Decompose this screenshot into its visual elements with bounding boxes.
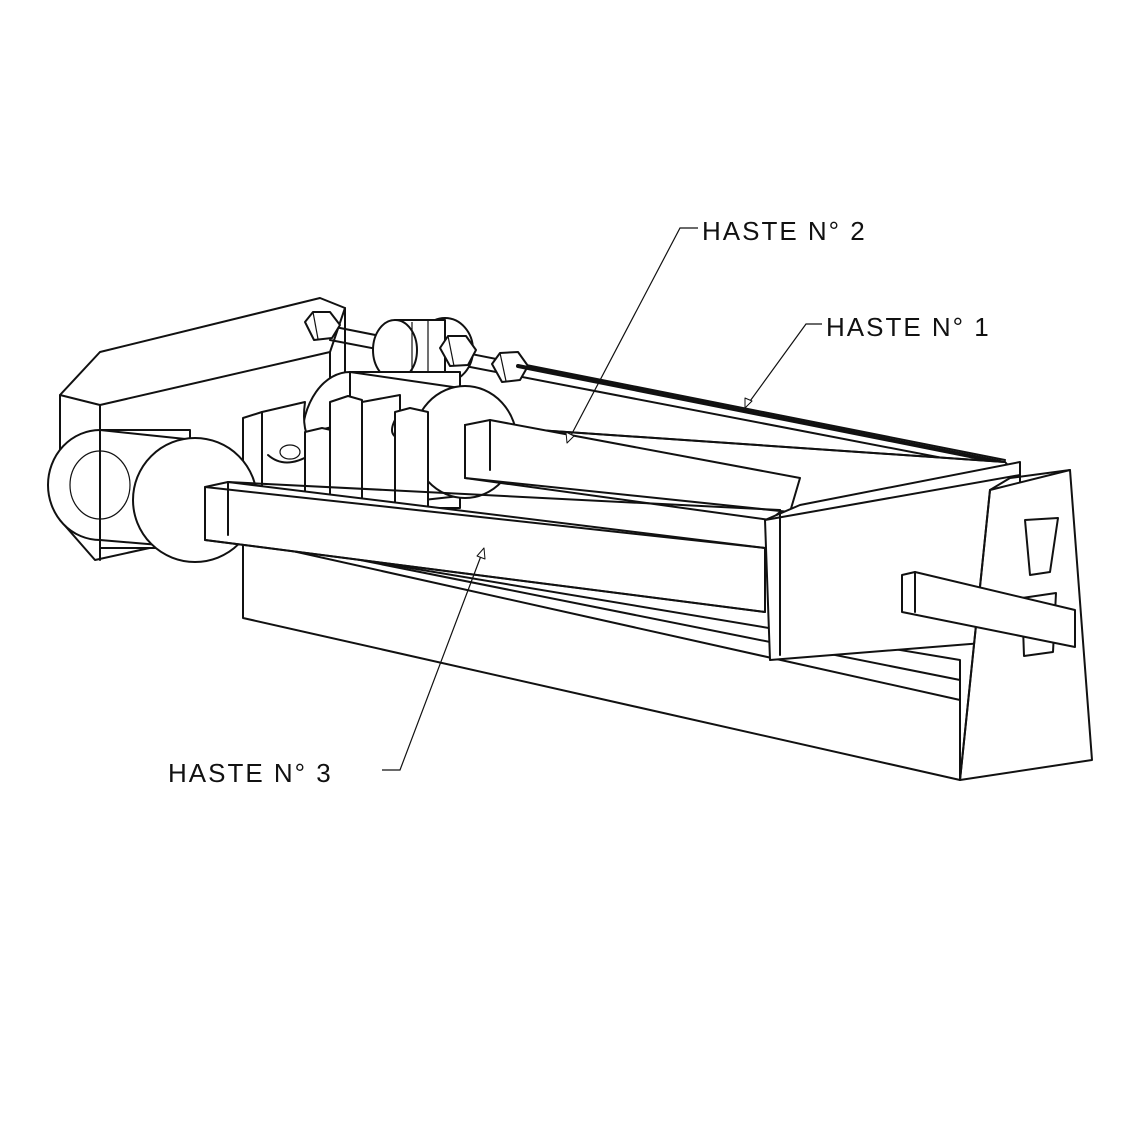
label-haste-3: HASTE N° 3: [168, 758, 333, 788]
haste-2-bar: [464, 419, 801, 513]
leader-lines: [382, 227, 822, 771]
label-haste-1: HASTE N° 1: [826, 312, 991, 342]
label-haste-2: HASTE N° 2: [702, 216, 867, 246]
hex-nut-middle: [439, 335, 477, 367]
haste-3-bar: [204, 481, 781, 613]
slide-bar: [901, 571, 1076, 648]
threaded-rod: [304, 311, 1006, 471]
hex-nut-left: [304, 311, 341, 341]
